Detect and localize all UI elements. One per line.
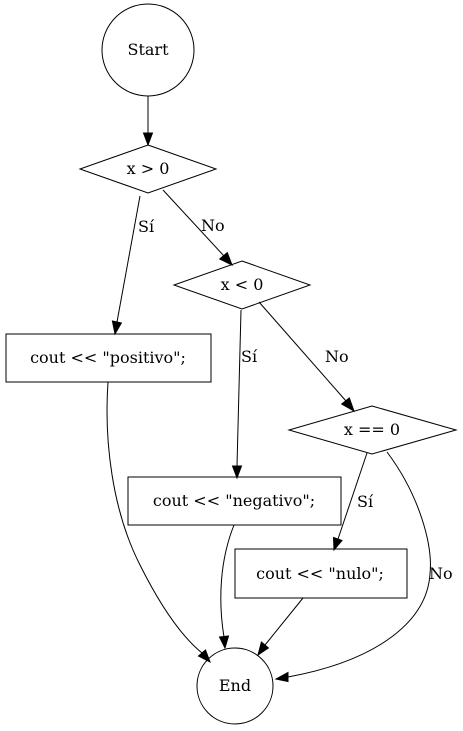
arrowhead-zero-no-end bbox=[274, 671, 289, 683]
arrowhead-positive-end bbox=[197, 649, 211, 664]
arrowhead-decision-negative bbox=[218, 251, 233, 267]
edge-negative-no bbox=[258, 301, 347, 402]
edge-output-negative-to-end bbox=[220, 524, 235, 638]
output-positive-box bbox=[5, 333, 212, 383]
arrowhead-output-zero bbox=[332, 536, 343, 552]
decision-positive bbox=[78, 144, 218, 194]
edge-label-positive-no: No bbox=[201, 216, 225, 235]
end-node-label: End bbox=[219, 676, 251, 695]
edge-label-negative-yes: Sí bbox=[241, 347, 258, 366]
edge-zero-yes bbox=[337, 452, 368, 540]
edge-output-positive-to-end bbox=[106, 381, 203, 654]
edge-label-zero-no: No bbox=[429, 564, 453, 583]
decision-negative-label: x < 0 bbox=[221, 275, 264, 294]
decision-positive-label: x > 0 bbox=[127, 159, 170, 178]
edge-output-zero-to-end bbox=[264, 597, 304, 646]
output-negative-label: cout << "negativo"; bbox=[153, 491, 315, 510]
arrowhead-output-negative bbox=[231, 465, 243, 480]
arrowhead-decision-zero bbox=[340, 397, 355, 413]
output-zero-label: cout << "nulo"; bbox=[256, 564, 384, 583]
arrowhead-zero-end bbox=[257, 641, 270, 657]
edge-negative-yes bbox=[236, 309, 242, 467]
end-node bbox=[196, 647, 274, 725]
decision-zero bbox=[287, 405, 458, 455]
output-negative-box bbox=[127, 476, 342, 526]
edge-positive-yes bbox=[116, 195, 141, 323]
edge-label-zero-yes: Sí bbox=[357, 492, 374, 511]
edge-positive-no bbox=[162, 189, 225, 257]
output-positive-label: cout << "positivo"; bbox=[30, 348, 186, 367]
output-zero-box bbox=[234, 548, 408, 599]
arrowhead-negative-end bbox=[218, 635, 230, 650]
start-node-label: Start bbox=[127, 40, 169, 59]
edge-label-positive-yes: Sí bbox=[138, 217, 155, 236]
arrowhead-output-positive bbox=[111, 320, 123, 336]
decision-zero-label: x == 0 bbox=[344, 420, 400, 439]
edge-zero-no bbox=[287, 451, 431, 678]
decision-negative bbox=[172, 260, 312, 310]
arrowhead-decision-positive bbox=[142, 132, 154, 147]
edge-label-negative-no: No bbox=[325, 347, 349, 366]
